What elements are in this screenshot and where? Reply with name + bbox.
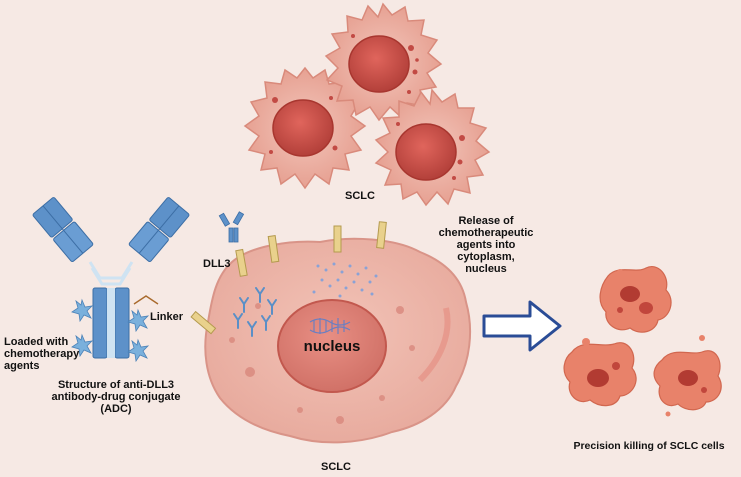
sclc-cell-left — [243, 66, 367, 190]
dll3-receptors — [190, 221, 387, 335]
linker-label: Linker — [150, 311, 184, 323]
dna-icon — [309, 318, 351, 334]
cell-nucleus — [277, 299, 387, 393]
internalized-adc-icons — [233, 287, 277, 337]
release-label: Release of chemotherapeutic agents into … — [438, 215, 534, 275]
sclc-cell-top — [324, 2, 443, 122]
dll3-label: DLL3 — [203, 258, 231, 270]
process-arrow — [482, 300, 562, 352]
sclc-cell-cluster — [243, 2, 491, 207]
precision-killing-label: Precision killing of SCLC cells — [573, 440, 725, 452]
sclc-bottom-label: SCLC — [321, 461, 351, 473]
linker-connector — [133, 295, 159, 305]
adc-structure-label: Structure of anti-DLL3 antibody-drug con… — [51, 379, 181, 415]
nucleus-label: nucleus — [303, 338, 361, 355]
sclc-top-label: SCLC — [345, 190, 375, 202]
dying-cells-cluster — [563, 266, 722, 417]
loaded-with-chemotherapy-label: Loaded with chemotherapy agents — [4, 336, 80, 372]
adc-antibody-diagram — [32, 197, 190, 363]
released-drug-particles — [312, 262, 378, 298]
small-antibody-icon — [218, 211, 245, 243]
target-sclc-cell — [204, 237, 472, 444]
sclc-cell-right — [374, 88, 491, 207]
